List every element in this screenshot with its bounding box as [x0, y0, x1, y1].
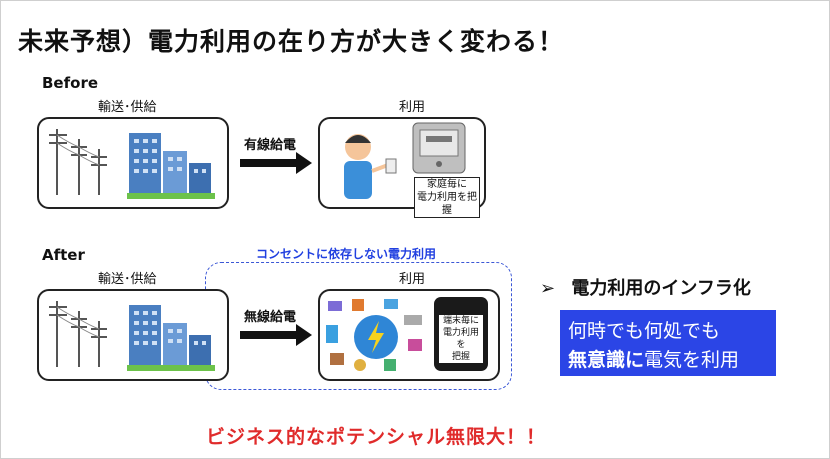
infra-highlight-box: 何時でも何処でも 無意識に電気を利用 — [560, 310, 776, 376]
before-arrow-icon — [240, 152, 312, 174]
infra-line1: 何時でも何処でも — [568, 320, 721, 342]
before-arrow-label: 有線給電 — [244, 138, 297, 153]
after-heading: After — [42, 246, 85, 264]
infra-line2-bold: 無意識に — [568, 349, 645, 371]
infra-heading: 電力利用のインフラ化 — [571, 278, 751, 299]
slide-title: 未来予想）電力利用の在り方が大きく変わる！ — [18, 27, 565, 56]
after-arrow-icon — [240, 324, 312, 346]
phone-line2: 電力利用を — [442, 328, 479, 350]
smartphone-icon: 端末毎に 電力利用を 把握 — [434, 297, 488, 371]
person-plug-icon — [344, 134, 397, 199]
infra-heading-row: ➢ 電力利用のインフラ化 — [540, 274, 751, 300]
before-usage-caption: 利用 — [399, 100, 426, 115]
phone-line1: 端末毎に — [442, 316, 479, 326]
after-supply-caption: 輸送･供給 — [98, 272, 157, 287]
electric-meter-icon — [412, 122, 466, 174]
wireless-devices-icon — [326, 299, 422, 371]
before-supply-box — [37, 117, 229, 209]
lightning-icon — [368, 321, 384, 353]
office-buildings-icon — [127, 133, 215, 199]
meter-note: 家庭毎に 電力利用を把握 — [414, 177, 480, 218]
infra-line2-rest: 電気を利用 — [644, 349, 740, 371]
meter-note-line1: 家庭毎に — [427, 179, 467, 190]
before-heading: Before — [42, 74, 99, 92]
footer-message: ビジネス的なポテンシャル無限大！！ — [206, 426, 547, 448]
bullet-arrow-icon: ➢ — [540, 278, 556, 299]
office-buildings-icon — [127, 305, 215, 371]
phone-screen: 端末毎に 電力利用を 把握 — [439, 315, 483, 363]
infra-line2: 無意識に電気を利用 — [560, 343, 776, 372]
utility-poles-icon — [49, 129, 107, 195]
dashed-region-label: コンセントに依存しない電力利用 — [256, 247, 437, 261]
meter-note-line2: 電力利用を把握 — [417, 192, 477, 216]
after-arrow-label: 無線給電 — [244, 310, 297, 325]
utility-poles-icon — [49, 301, 107, 367]
after-usage-caption: 利用 — [399, 272, 426, 287]
before-supply-caption: 輸送･供給 — [98, 100, 157, 115]
power-grid-illustration — [49, 301, 215, 371]
power-grid-illustration — [49, 129, 215, 199]
before-usage-box: 家庭毎に 電力利用を把握 — [318, 117, 486, 218]
after-usage-box: 端末毎に 電力利用を 把握 — [318, 289, 500, 381]
phone-line3: 把握 — [451, 352, 470, 362]
after-supply-box — [37, 289, 229, 381]
